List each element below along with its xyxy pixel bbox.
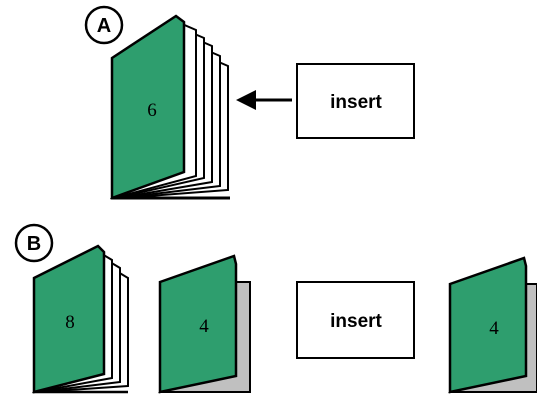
insert-box-b: insert [296, 281, 415, 359]
booklet-4-mid-cover [158, 254, 238, 394]
booklet-4-mid-count: 4 [199, 316, 209, 337]
booklet-8: 8 [32, 244, 129, 394]
booklet-8-count: 8 [65, 312, 75, 333]
badge-a-circle [84, 5, 124, 45]
stack-a-cover [110, 14, 186, 200]
badge-b-label: B [27, 233, 41, 255]
insert-box-a: insert [296, 63, 415, 139]
booklet-8-cover [32, 244, 106, 394]
insert-box-a-label: insert [330, 92, 382, 113]
arrow-head [236, 90, 256, 110]
booklet-4-right: 4 [448, 256, 537, 394]
badge-a: A [84, 5, 124, 45]
booklet-stack-a: 6 [110, 14, 230, 200]
booklet-4-right-cover [448, 256, 528, 394]
stack-a-count: 6 [147, 100, 157, 121]
panel-a: A 6 insert [84, 5, 415, 200]
insert-box-b-label: insert [330, 311, 382, 332]
badge-a-label: A [97, 15, 111, 37]
insert-box-a-frame [296, 63, 415, 139]
badge-b: B [14, 223, 54, 263]
booklet-4-mid: 4 [158, 254, 251, 394]
badge-b-circle [14, 223, 54, 263]
insert-box-b-frame [296, 281, 415, 359]
panel-b: B 8 4 insert 4 [14, 223, 537, 394]
booklet-4-right-count: 4 [489, 318, 499, 339]
left-arrow-icon [236, 90, 292, 110]
